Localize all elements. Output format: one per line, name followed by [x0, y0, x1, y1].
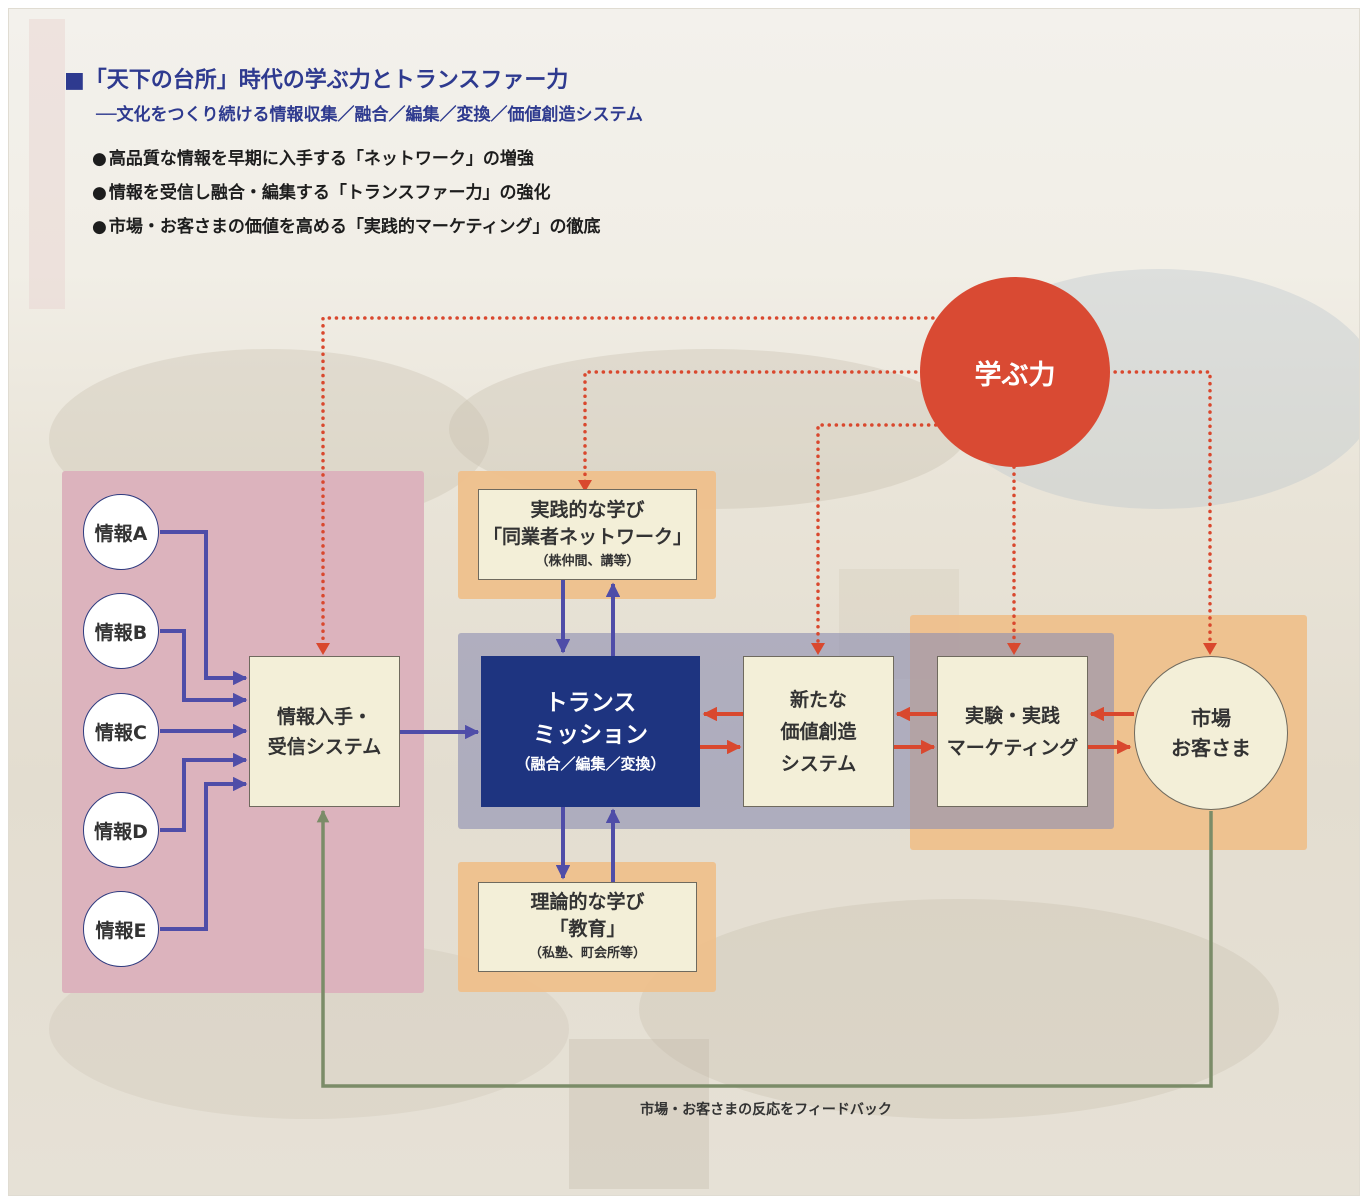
- value-flow-arrows: [700, 706, 1134, 755]
- info-source-c: 情報C: [83, 693, 159, 769]
- marketing-box: 実験・実践 マーケティング: [937, 656, 1088, 807]
- transmission-line2: ミッション: [533, 721, 648, 748]
- info-source-d: 情報D: [83, 792, 159, 868]
- value-line2: 価値創造: [780, 720, 857, 743]
- marketing-line2: マーケティング: [946, 736, 1079, 759]
- info-source-e: 情報E: [83, 891, 159, 967]
- learning-arrowheads: [316, 480, 1217, 655]
- transmission-note: （融合／編集／変換）: [515, 754, 666, 773]
- theory-note: （私塾、町会所等）: [528, 946, 646, 961]
- theory-line1: 理論的な学び: [530, 891, 645, 913]
- practical-line2: 「同業者ネットワーク」: [482, 525, 692, 548]
- marketing-line1: 実験・実践: [964, 704, 1060, 727]
- theory-line2: 「教育」: [549, 918, 626, 940]
- learning-power-circle: 学ぶ力: [920, 277, 1110, 467]
- receiver-system-box: 情報入手・ 受信システム: [249, 656, 400, 807]
- feedback-label: 市場・お客さまの反応をフィードバック: [640, 1102, 892, 1118]
- receiver-line1: 情報入手・: [276, 705, 372, 728]
- bullet-item: 情報を受信し融合・編集する「トランスファー力」の強化: [92, 180, 600, 214]
- value-creation-box: 新たな 価値創造 システム: [743, 656, 894, 807]
- info-source-a: 情報A: [83, 494, 159, 570]
- theory-learning-box: 理論的な学び 「教育」 （私塾、町会所等）: [478, 882, 697, 972]
- market-line2: お客さま: [1171, 736, 1251, 760]
- value-line3: システム: [780, 752, 857, 775]
- market-customer-circle: 市場 お客さま: [1134, 656, 1288, 810]
- practical-note: （株仲間、講等）: [535, 553, 640, 569]
- value-line1: 新たな: [789, 688, 847, 711]
- feedback-arrow: [316, 809, 1213, 1088]
- transmission-line1: トランス: [544, 689, 637, 716]
- transmission-box: トランス ミッション （融合／編集／変換）: [481, 656, 700, 807]
- receiver-line2: 受信システム: [267, 735, 382, 758]
- practical-line1: 実践的な学び: [530, 498, 645, 521]
- bullet-item: 高品質な情報を早期に入手する「ネットワーク」の増強: [92, 146, 600, 180]
- info-source-b: 情報B: [83, 593, 159, 669]
- title-text: ■「天下の台所」時代の学ぶ力とトランスファー力: [64, 68, 569, 93]
- bullet-item: 市場・お客さまの価値を高める「実践的マーケティング」の徹底: [92, 214, 601, 248]
- diagram-title: ■「天下の台所」時代の学ぶ力とトランスファー力: [64, 62, 568, 94]
- learning-dotted-lines: [321, 316, 1212, 650]
- diagram-subtitle: ──文化をつくり続ける情報収集／融合／編集／変換／価値創造システム: [96, 105, 643, 125]
- practical-learning-box: 実践的な学び 「同業者ネットワーク」 （株仲間、講等）: [478, 489, 697, 580]
- info-flow-arrows: [160, 530, 621, 931]
- bullet-list: 高品質な情報を早期に入手する「ネットワーク」の増強 情報を受信し融合・編集する「…: [92, 146, 601, 248]
- market-line1: 市場: [1191, 706, 1231, 730]
